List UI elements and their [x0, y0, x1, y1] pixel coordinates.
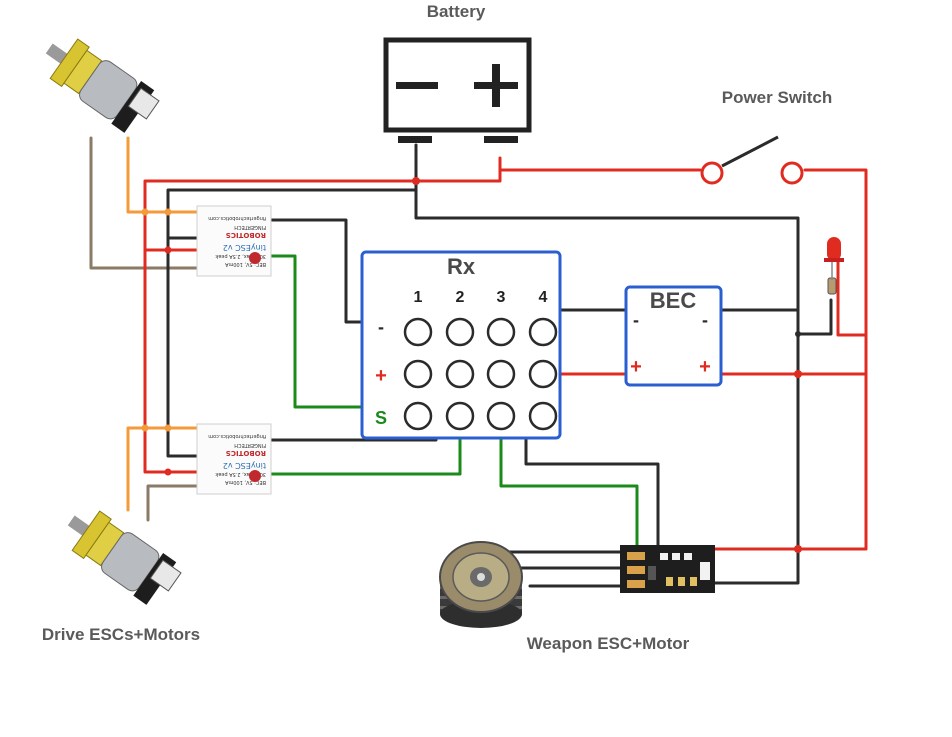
bec-module: [624, 285, 723, 387]
rx-channel-4: 4: [539, 289, 548, 306]
bec-plus-right: +: [699, 356, 711, 378]
rx-row-signal-label: S: [375, 408, 387, 428]
drive-motor-bottom-brown-wire: [146, 484, 200, 522]
drive-motor-top: [45, 38, 160, 133]
led-indicator: [824, 237, 844, 295]
rx-pin: [486, 359, 516, 389]
bec-minus-left: -: [633, 310, 639, 330]
rx-channel-2: 2: [456, 289, 465, 306]
battery: [383, 37, 532, 143]
rx-pin: [445, 317, 475, 347]
rx-pin: [486, 317, 516, 347]
rx-pin: [528, 317, 558, 347]
rx-channel-3: 3: [497, 289, 506, 306]
led-red-wire: [836, 256, 868, 337]
drive-motor-top-orange-wire: [126, 136, 200, 214]
rx-pin: [403, 401, 433, 431]
rx-channel-1: 1: [414, 289, 423, 306]
battery-minus-sign: [396, 82, 438, 89]
esc-top-signal-wire: [268, 254, 420, 409]
esc-bottom-spec2: BEC: 5V, 100mA: [224, 479, 266, 485]
rx-pins: [403, 317, 558, 431]
weapon-signal-wire: [499, 414, 639, 551]
led-ground-wire: [796, 298, 833, 336]
power-switch-label: Power Switch: [722, 88, 833, 107]
power-switch: [700, 135, 804, 185]
esc-top-maker: FINGERTECH: [234, 224, 266, 230]
rx-row-plus-label: +: [375, 365, 387, 387]
drive-motor-top-brown-wire: [89, 136, 200, 270]
bec-title: BEC: [650, 288, 697, 313]
esc-bottom-brand: ROBOTICS: [226, 449, 266, 457]
esc-top-model: tinyESC v2: [223, 243, 266, 252]
esc-bottom-url: fingertechrobotics.com: [208, 433, 266, 439]
rx-pin: [445, 401, 475, 431]
battery-plus-vertical: [492, 64, 500, 107]
rx-title: Rx: [447, 254, 476, 279]
rx-pin: [403, 317, 433, 347]
esc-bottom-model: tinyESC v2: [223, 461, 266, 470]
bec-plus-left: +: [630, 356, 642, 378]
esc-top-spec1: 30V max, 2.5A peak: [215, 253, 266, 259]
esc-bottom-spec1: 30V max, 2.5A peak: [215, 471, 266, 477]
ground-left-wire: [166, 188, 418, 458]
esc-bottom-maker: FINGERTECH: [234, 442, 266, 448]
weapon-esc: [620, 545, 715, 593]
rx-row-minus-label: -: [378, 317, 384, 337]
drive-motor-bottom: [67, 510, 182, 605]
rx-pin: [528, 359, 558, 389]
rx-pin: [486, 401, 516, 431]
esc-top-url: fingertechrobotics.com: [208, 215, 266, 221]
rx-pin: [403, 359, 433, 389]
battery-positive-wire: [143, 156, 502, 474]
rx-pin: [445, 359, 475, 389]
drive-label: Drive ESCs+Motors: [42, 625, 200, 644]
weapon-label: Weapon ESC+Motor: [527, 634, 690, 653]
esc-top-spec2: BEC: 5V, 100mA: [224, 261, 266, 267]
drive-motor-bottom-orange-wire: [126, 426, 200, 512]
bec-minus-right: -: [702, 310, 708, 330]
drive-esc-top: BEC: 5V, 100mA 30V max, 2.5A peak tinyES…: [196, 205, 272, 277]
rx-pin: [528, 401, 558, 431]
esc-top-brand: ROBOTICS: [226, 231, 266, 239]
junctions: [141, 177, 802, 553]
drive-esc-bottom: BEC: 5V, 100mA 30V max, 2.5A peak tinyES…: [196, 423, 272, 495]
weapon-motor: [439, 541, 523, 628]
battery-label: Battery: [427, 2, 486, 21]
switch-output-wire: [713, 168, 868, 551]
battery-negative-wire: [414, 143, 800, 585]
